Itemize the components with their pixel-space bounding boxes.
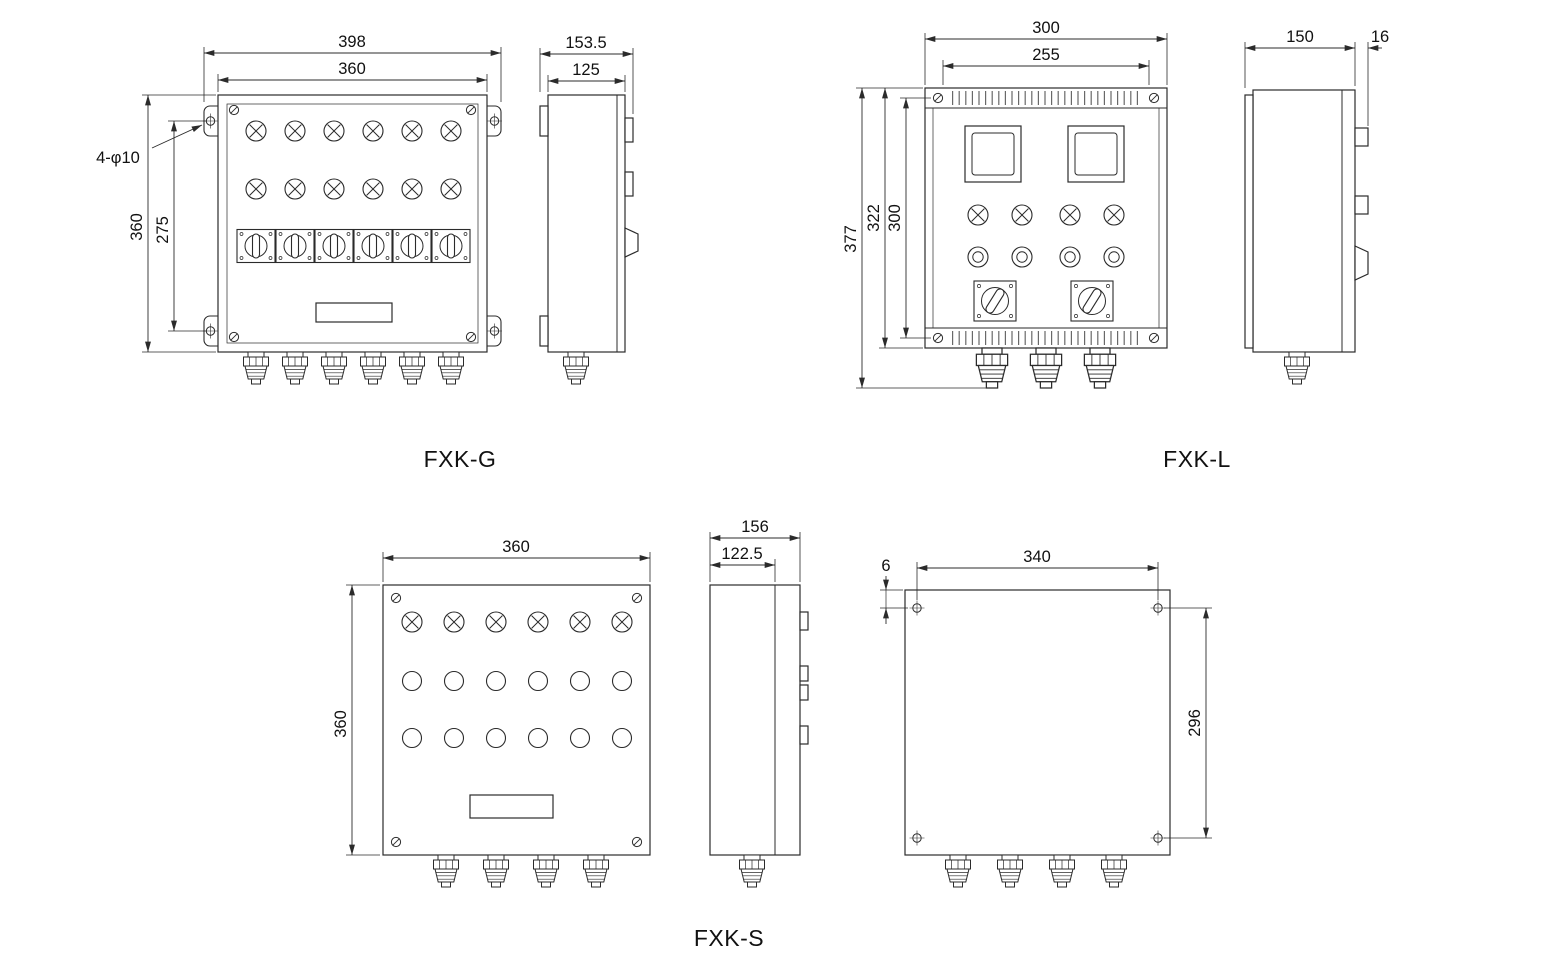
operating-handle	[624, 227, 639, 258]
fxks-back-dimensions: 340 6 296	[880, 548, 1212, 839]
cover-clamp	[799, 725, 809, 745]
model-label-fxkg: FXK-G	[424, 446, 497, 472]
extension-lines	[346, 552, 651, 856]
extension-lines	[880, 562, 1212, 839]
extension-lines	[539, 48, 634, 114]
leader-line	[151, 124, 203, 149]
dim-overall-width: 300	[1032, 19, 1060, 37]
cover-clamp	[799, 611, 809, 631]
extension-lines	[142, 47, 502, 353]
fxkg-front-view: 398 360 360 275 4-φ10	[96, 33, 502, 385]
cable-gland-icon	[739, 854, 765, 888]
back-mount-plate	[1244, 94, 1254, 349]
cable-gland-row	[243, 351, 464, 385]
corner-screw-icon	[228, 331, 240, 343]
dim-body-width: 360	[502, 538, 530, 556]
name-plate	[469, 794, 554, 819]
fxks-side-view: 156 122.5	[709, 518, 809, 888]
mount-hole-note: 4-φ10	[96, 149, 140, 167]
fxks-front-view: 360 360	[332, 538, 651, 888]
dim-body-depth: 125	[572, 61, 600, 79]
cable-gland-icon	[563, 351, 589, 385]
fxkg-side-dimensions: 153.5 125	[539, 34, 634, 114]
dim-overall-width: 398	[338, 33, 366, 51]
cover-clamp	[624, 171, 634, 197]
dim-mount-spacing-h: 340	[1023, 548, 1051, 566]
meter-window	[964, 125, 1022, 183]
dim-mount-offset: 6	[881, 557, 890, 575]
panel-face	[932, 107, 1160, 329]
extension-lines	[856, 33, 1168, 389]
fxkl-front-view: 300 255 377 322 300	[842, 19, 1168, 389]
corner-screw-icon	[390, 592, 402, 604]
mount-ear-icon	[487, 316, 502, 346]
mount-ear-icon	[487, 106, 502, 136]
meter-display	[1074, 132, 1118, 176]
model-label-fxks: FXK-S	[694, 925, 764, 951]
dim-body-height: 360	[128, 213, 146, 241]
cable-gland-row	[945, 854, 1127, 888]
dim-body-width: 360	[338, 60, 366, 78]
cover-clamp	[624, 117, 634, 143]
enclosure-body	[924, 87, 1168, 349]
corner-screw-icon	[631, 836, 643, 848]
corner-screw-icon	[228, 104, 240, 116]
corner-screw-icon	[465, 331, 477, 343]
meter-windows	[964, 125, 1125, 183]
fxkl-side-dimensions: 150 16	[1244, 28, 1389, 126]
operating-handle	[1354, 245, 1369, 281]
cable-gland-icon	[1284, 351, 1310, 385]
dim-overall-depth: 156	[741, 518, 769, 536]
cover-clamp	[799, 665, 809, 682]
corner-screw-icon	[390, 836, 402, 848]
dim-mount-spacing: 300	[886, 204, 904, 232]
meter-display	[971, 132, 1015, 176]
fxkl-front-dimensions: 300 255 377 322 300	[842, 19, 1168, 389]
fxks-back-view: 340 6 296	[880, 548, 1212, 888]
enclosure-side-body	[1252, 89, 1356, 353]
meter-window	[1067, 125, 1125, 183]
enclosure-side-body	[709, 584, 801, 856]
strip-screw-icon	[932, 92, 944, 104]
fxkl-side-view: 150 16	[1244, 28, 1389, 385]
operator-shaft	[1354, 127, 1369, 147]
dim-body-depth: 122.5	[721, 545, 762, 563]
mount-ear-edge	[539, 105, 549, 137]
model-label-fxkl: FXK-L	[1163, 446, 1231, 472]
strip-screw-icon	[932, 332, 944, 344]
operator-shaft	[1354, 195, 1369, 215]
dim-overall-depth: 153.5	[565, 34, 606, 52]
enclosure-side-body	[547, 94, 626, 353]
name-plate	[315, 302, 393, 323]
cable-gland-row	[975, 347, 1117, 389]
cover-clamp	[799, 684, 809, 701]
cover-edge	[226, 103, 479, 344]
fxkg-side-view: 153.5 125	[539, 34, 639, 385]
dim-body-depth: 150	[1286, 28, 1314, 46]
corner-screw-icon	[465, 104, 477, 116]
fxks-front-dimensions: 360 360	[332, 538, 651, 856]
cable-gland-row	[433, 854, 609, 888]
strip-screw-icon	[1148, 92, 1160, 104]
fxkg-front-dimensions: 398 360 360 275 4-φ10	[96, 33, 502, 353]
strip-screw-icon	[1148, 332, 1160, 344]
dim-body-height: 322	[865, 204, 883, 232]
corner-screw-icon	[631, 592, 643, 604]
dim-mount-spacing-v: 296	[1186, 709, 1204, 737]
dim-mount-spacing: 275	[154, 216, 172, 244]
dim-handle-depth: 16	[1371, 28, 1389, 46]
mount-ear-edge	[539, 315, 549, 347]
dim-overall-height: 377	[842, 225, 860, 253]
dim-panel-width: 255	[1032, 46, 1060, 64]
fxks-side-dimensions: 156 122.5	[709, 518, 801, 582]
enclosure-back-body	[904, 589, 1171, 856]
rotary-switch-row	[236, 228, 471, 264]
dim-body-height: 360	[332, 710, 350, 738]
